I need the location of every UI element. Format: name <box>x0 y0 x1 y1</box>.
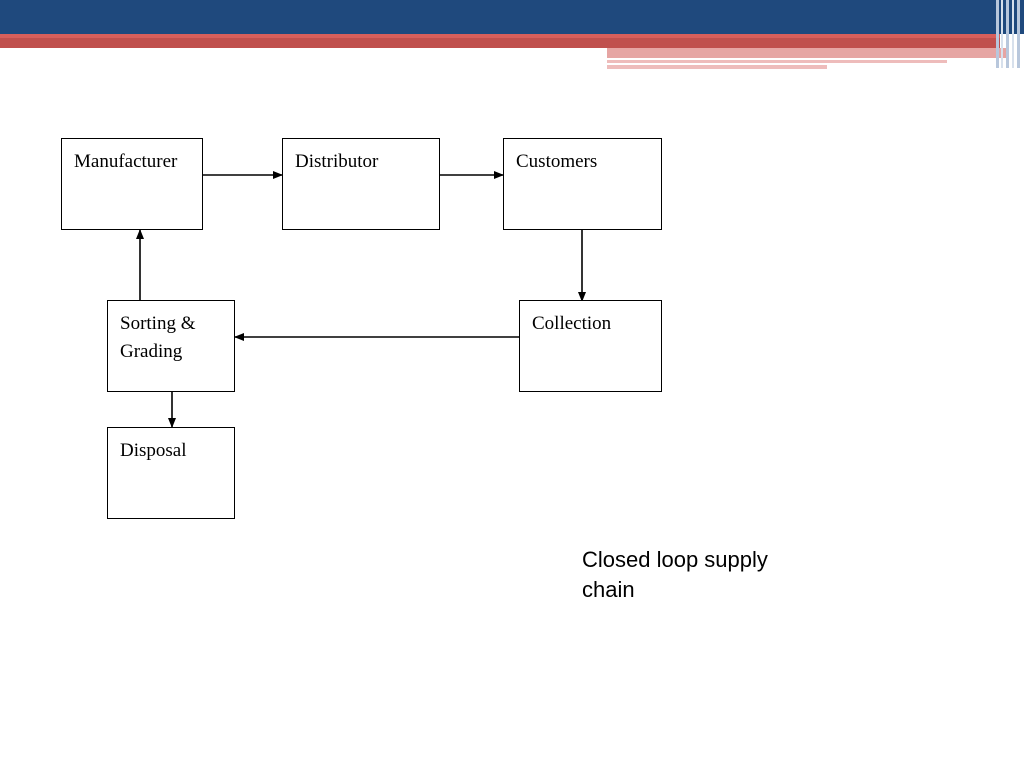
header-pink-band <box>607 48 1007 58</box>
node-sorting-grading-label: Sorting & Grading <box>120 313 196 362</box>
node-distributor-label: Distributor <box>295 151 379 172</box>
node-manufacturer: Manufacturer <box>61 138 203 230</box>
node-disposal: Disposal <box>107 427 235 519</box>
node-customers-label: Customers <box>516 151 598 172</box>
node-customers: Customers <box>503 138 662 230</box>
header-pink-line <box>607 60 947 63</box>
node-collection: Collection <box>519 300 662 392</box>
header-blue-band <box>0 0 1024 34</box>
node-collection-label: Collection <box>532 313 612 334</box>
header-white-gap <box>0 48 607 58</box>
node-sorting-grading: Sorting & Grading <box>107 300 235 392</box>
header-pink-line-2 <box>607 65 827 69</box>
header-red-highlight <box>0 34 1000 38</box>
node-distributor: Distributor <box>282 138 440 230</box>
node-disposal-label: Disposal <box>120 440 187 461</box>
node-manufacturer-label: Manufacturer <box>74 151 178 172</box>
diagram-caption: Closed loop supply chain <box>582 547 768 602</box>
